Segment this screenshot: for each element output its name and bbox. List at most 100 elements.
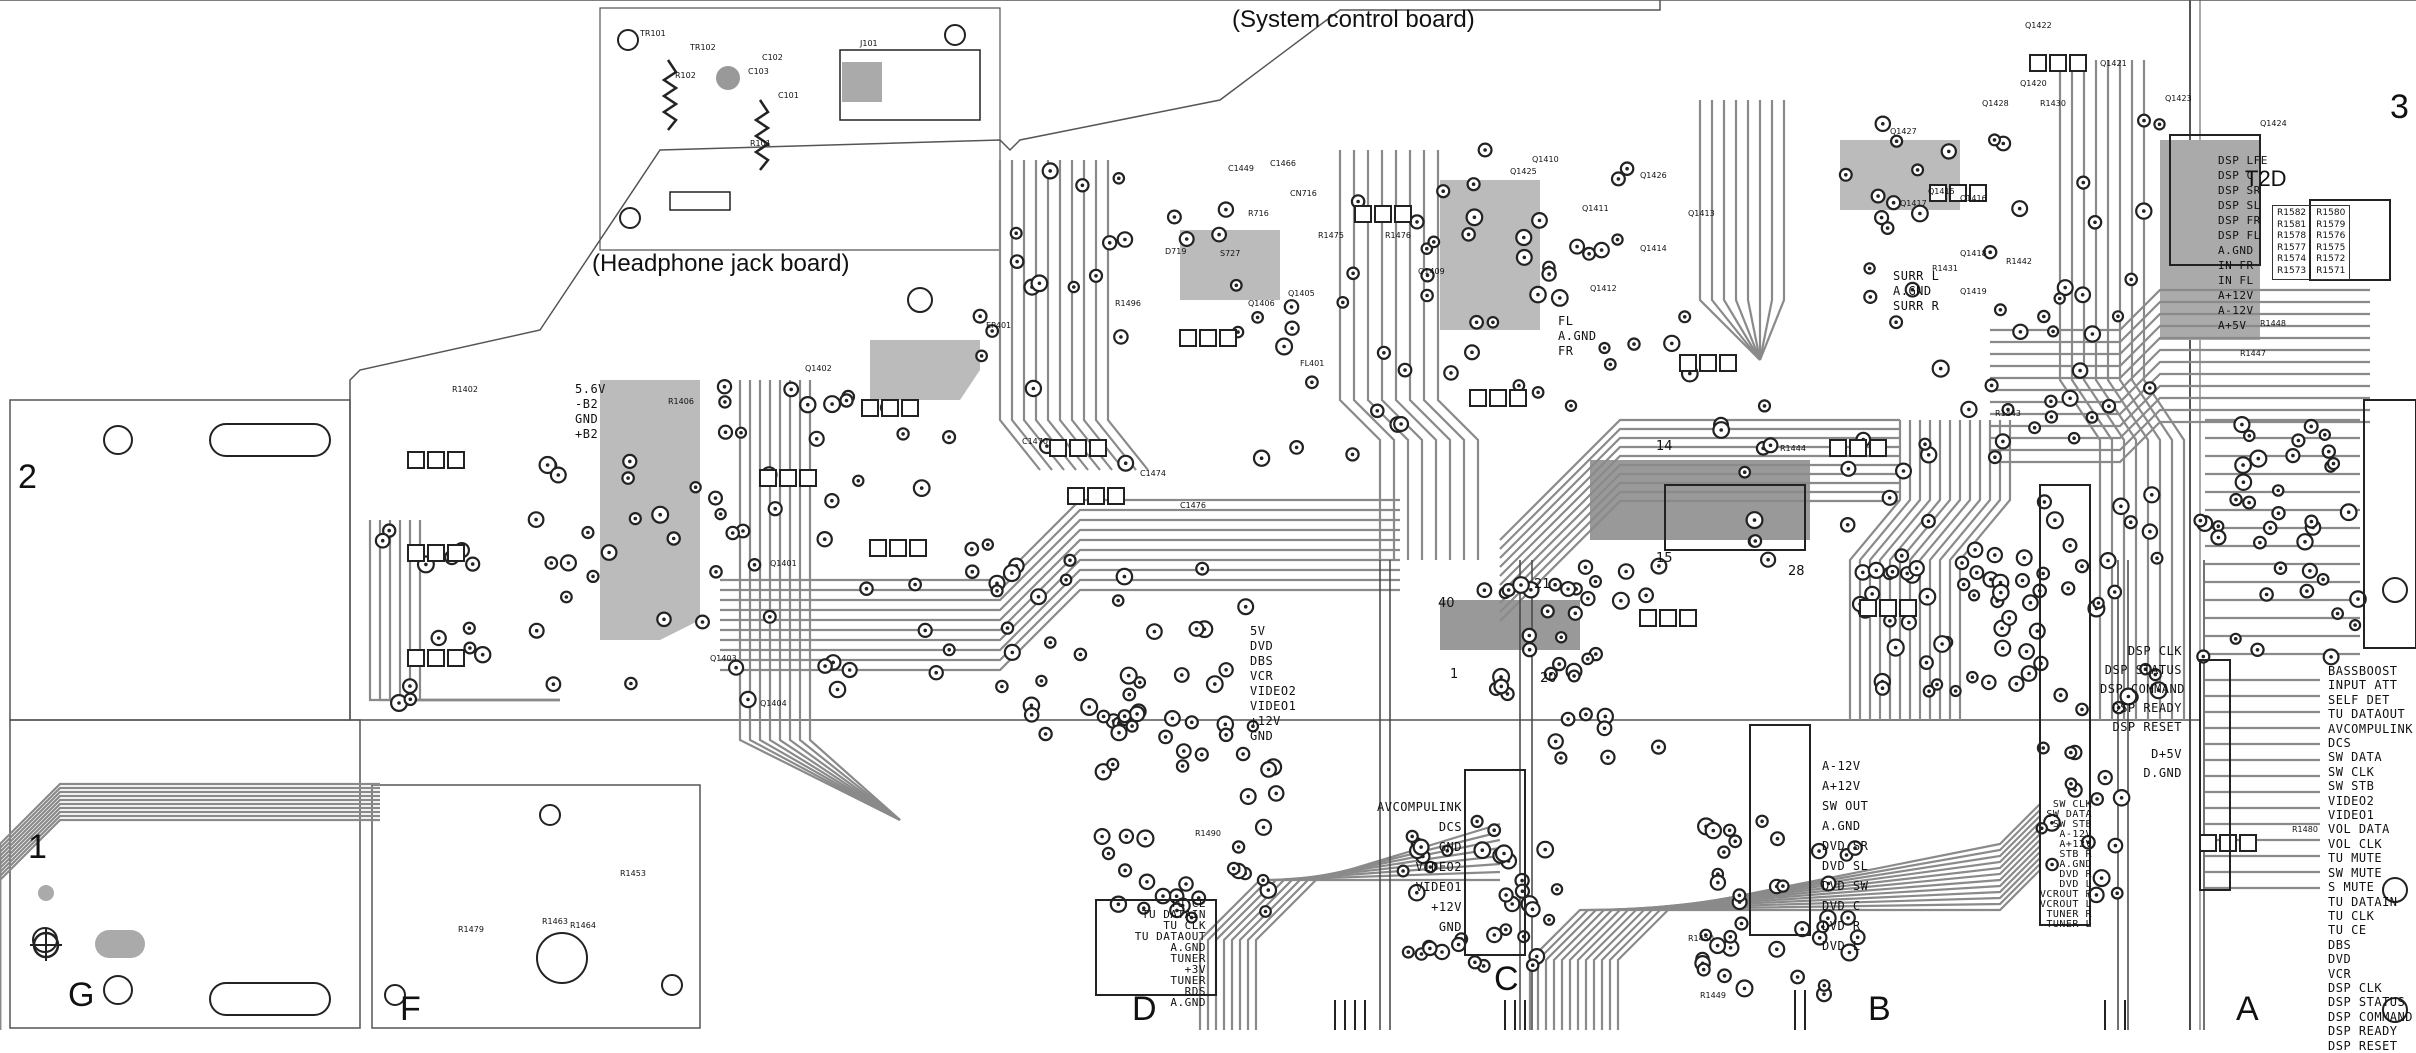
- part-label: R1431: [1932, 264, 1958, 273]
- part-label: R1490: [1195, 829, 1221, 838]
- part-label: Q1403: [710, 654, 737, 663]
- part-label: C1466: [1270, 159, 1296, 168]
- zone-b-label: B: [1868, 990, 1891, 1028]
- part-label: Q1409: [1418, 267, 1445, 276]
- part-label: Q1423: [2165, 94, 2192, 103]
- part-label: R1406: [668, 397, 694, 406]
- bottom-connectors: [1095, 134, 2416, 1030]
- zone-f-label: F: [400, 990, 421, 1028]
- part-label: Q1411: [1582, 204, 1609, 213]
- part-label: Q1425: [1510, 167, 1537, 176]
- part-label: R1463: [542, 917, 568, 926]
- part-label: Q1426: [1640, 171, 1667, 180]
- part-label: R1453: [620, 869, 646, 878]
- part-label: R1430: [2040, 99, 2066, 108]
- zone-d-label: D: [1132, 990, 1157, 1028]
- ic-pin-1: 1: [1450, 667, 1459, 682]
- zone-panel-shapes: [30, 287, 2408, 1023]
- part-label: R1450: [1688, 934, 1714, 943]
- part-label: Q1417: [1900, 199, 1927, 208]
- pcb-artwork: [0, 0, 2416, 1030]
- ic-pin-21: 21: [1534, 577, 1551, 592]
- part-label: TR101: [640, 29, 666, 38]
- part-label: R1444: [1780, 444, 1806, 453]
- part-label: J101: [860, 39, 878, 48]
- part-label: R1449: [1700, 991, 1726, 1000]
- part-label: R101: [750, 139, 771, 148]
- part-label: S727: [1220, 249, 1241, 258]
- ic-pin-40: 40: [1438, 596, 1455, 611]
- part-label: Q1401: [770, 559, 797, 568]
- part-label: Q1427: [1890, 127, 1917, 136]
- part-label: Q1406: [1248, 299, 1275, 308]
- part-label: C103: [748, 67, 769, 76]
- part-label: CN716: [1290, 189, 1317, 198]
- ic-pin-28: 28: [1788, 564, 1805, 579]
- ic-pin-15: 15: [1656, 551, 1673, 566]
- part-label: Q1416: [1960, 194, 1987, 203]
- part-label: Q1413: [1688, 209, 1715, 218]
- system-board-title: (System control board): [1232, 6, 1475, 33]
- headphone-board-title: (Headphone jack board): [592, 250, 850, 277]
- part-label: Q1404: [760, 699, 787, 708]
- part-label: C1449: [1228, 164, 1254, 173]
- zone-t2d-label: T2D: [2245, 166, 2287, 191]
- part-label: Q1422: [2025, 21, 2052, 30]
- part-label: D719: [1165, 247, 1187, 256]
- zone-c-label: C: [1494, 960, 1519, 998]
- part-label: Q1421: [2100, 59, 2127, 68]
- part-label: R1479: [458, 925, 484, 934]
- part-label: Q1428: [1982, 99, 2009, 108]
- zone-1-label: 1: [28, 828, 47, 866]
- zone-g-label: G: [68, 976, 95, 1014]
- part-label: R1476: [1385, 231, 1411, 240]
- zone-3-fragment: 3: [2390, 88, 2409, 126]
- part-label: R716: [1248, 209, 1269, 218]
- part-label: C1476: [1180, 501, 1206, 510]
- ic-pin-14: 14: [1656, 439, 1673, 454]
- part-label: Q1402: [805, 364, 832, 373]
- part-label: R1447: [2240, 349, 2266, 358]
- ic-pin-20: 20: [1540, 671, 1557, 686]
- part-label: EP401: [986, 321, 1012, 330]
- part-label: R1443: [1995, 409, 2021, 418]
- zone-2-label: 2: [18, 458, 37, 496]
- part-label: Q1410: [1532, 155, 1559, 164]
- part-label: Q1424: [2260, 119, 2287, 128]
- part-label: FL401: [1300, 359, 1325, 368]
- zone-a-label: A: [2236, 990, 2259, 1028]
- part-label: Q1405: [1288, 289, 1315, 298]
- part-label: R1496: [1115, 299, 1141, 308]
- part-label: C102: [762, 53, 783, 62]
- part-label: Q1419: [1960, 287, 1987, 296]
- part-label: C1470: [1022, 437, 1048, 446]
- part-label: Q1412: [1590, 284, 1617, 293]
- part-label: C1474: [1140, 469, 1166, 478]
- part-label: Q1415: [1928, 187, 1955, 196]
- part-label: Q1414: [1640, 244, 1667, 253]
- part-label: Q1420: [2020, 79, 2047, 88]
- part-label: Q1418: [1960, 249, 1987, 258]
- part-label: R1442: [2006, 257, 2032, 266]
- part-label: C101: [778, 91, 799, 100]
- part-label: R1464: [570, 921, 596, 930]
- part-label: TR102: [690, 43, 716, 52]
- component-pads: [374, 54, 2367, 1003]
- part-label: R1480: [2292, 825, 2318, 834]
- part-label: R1475: [1318, 231, 1344, 240]
- headphone-board-parts: [617, 24, 981, 229]
- part-label: R1448: [2260, 319, 2286, 328]
